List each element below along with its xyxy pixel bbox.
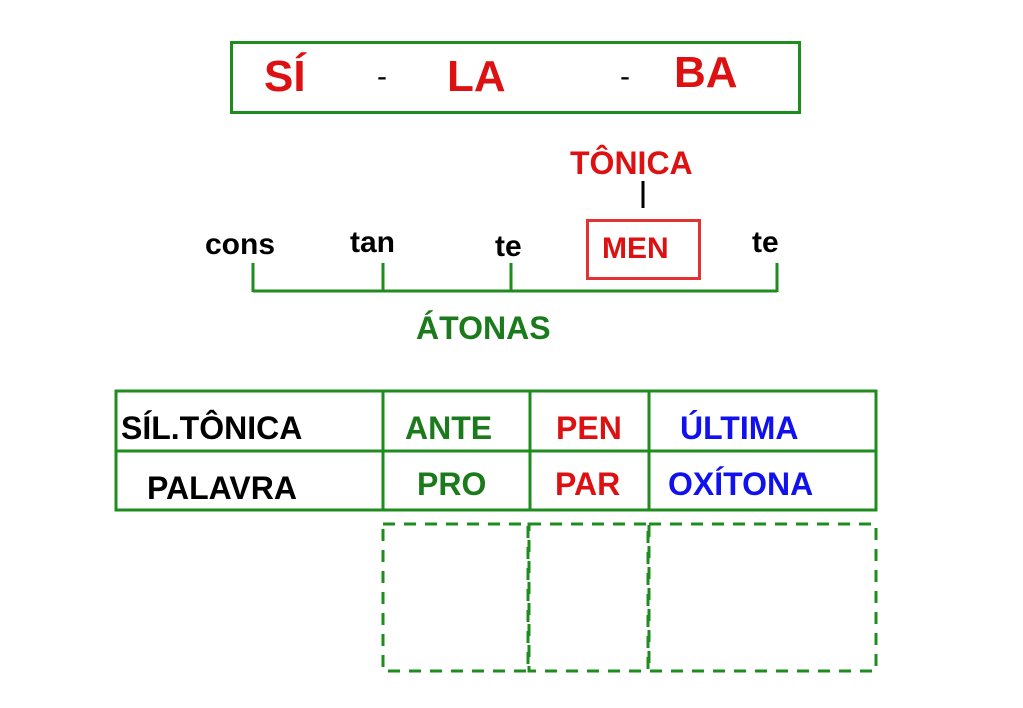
dashed-box-2: [527, 522, 650, 673]
syllable-ba: BA: [674, 48, 738, 97]
syllable-si: SÍ: [264, 52, 306, 101]
syllable-box: [230, 41, 801, 114]
separator-1: -: [377, 60, 387, 93]
table-row1-ultima: ÚLTIMA: [680, 410, 799, 446]
dashed-box-1: [381, 522, 530, 673]
table-row1-header: SÍL.TÔNICA: [121, 410, 303, 446]
syllable-men: MEN: [602, 232, 669, 265]
table-row2-pro: PRO: [417, 466, 487, 502]
atonic-bracket: [251, 263, 779, 293]
syllable-la: LA: [447, 52, 506, 101]
tonic-syllable-box: [586, 219, 701, 280]
syllable-cons: cons: [205, 228, 276, 261]
dashed-answer-boxes: [381, 522, 878, 673]
separator-2: -: [620, 60, 630, 93]
table-row1-ante: ANTE: [405, 410, 493, 446]
tonic-label: TÔNICA: [570, 145, 693, 181]
syllable-te-2: te: [752, 226, 779, 259]
table-row2-header: PALAVRA: [147, 470, 297, 506]
table-row1-pen: PEN: [556, 410, 622, 446]
syllable-te-1: te: [495, 230, 522, 263]
syllable-tan: tan: [350, 226, 395, 259]
dashed-box-3: [647, 522, 878, 673]
table-grid: [114, 389, 878, 512]
table-row2-par: PAR: [555, 466, 621, 502]
atonic-label: ÁTONAS: [416, 310, 551, 346]
table-row2-oxitona: OXÍTONA: [668, 466, 814, 502]
